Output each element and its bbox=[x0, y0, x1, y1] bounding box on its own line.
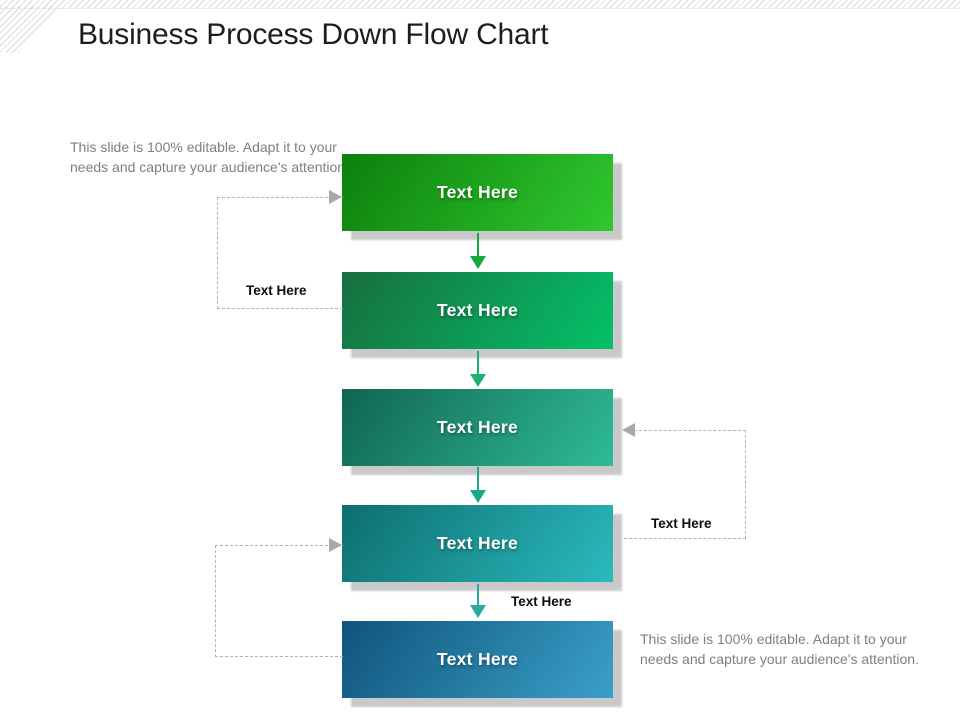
down-arrow-2 bbox=[470, 351, 486, 387]
down-arrow-1 bbox=[470, 233, 486, 269]
flow-box-2: Text Here bbox=[342, 272, 613, 349]
arrow-stem bbox=[477, 351, 479, 374]
arrow-head-icon bbox=[470, 490, 486, 503]
slide-title: Business Process Down Flow Chart bbox=[78, 18, 549, 51]
corner-hatch-decoration bbox=[0, 7, 58, 53]
connector-bracket-left-top bbox=[217, 197, 343, 309]
arrow-head-icon bbox=[470, 374, 486, 387]
editable-note-top-left: This slide is 100% editable. Adapt it to… bbox=[70, 137, 349, 177]
flow-box-4-label: Text Here bbox=[436, 533, 519, 553]
connector-label-left-top: Text Here bbox=[246, 283, 307, 298]
flow-box-2-label: Text Here bbox=[436, 300, 519, 320]
note-line: needs and capture your audience's attent… bbox=[640, 651, 919, 667]
note-line: This slide is 100% editable. Adapt it to… bbox=[640, 631, 907, 647]
flow-box-3-label: Text Here bbox=[436, 417, 519, 437]
flow-box-5-label: Text Here bbox=[436, 649, 519, 669]
note-line: This slide is 100% editable. Adapt it to… bbox=[70, 139, 337, 155]
note-line: needs and capture your audience's attent… bbox=[70, 159, 349, 175]
flow-box-1: Text Here bbox=[342, 154, 613, 231]
connector-arrowhead-right-icon bbox=[329, 190, 342, 204]
connector-bracket-right bbox=[624, 430, 746, 539]
arrow-head-icon bbox=[470, 256, 486, 269]
arrow-stem bbox=[477, 584, 479, 605]
arrow-stem bbox=[477, 467, 479, 490]
connector-bracket-left-bottom bbox=[215, 545, 343, 657]
arrow-head-icon bbox=[470, 605, 486, 618]
connector-arrowhead-left-icon bbox=[622, 423, 635, 437]
flow-box-5: Text Here bbox=[342, 621, 613, 698]
down-arrow-3 bbox=[470, 467, 486, 503]
editable-note-bottom-right: This slide is 100% editable. Adapt it to… bbox=[640, 629, 919, 669]
arrow-stem bbox=[477, 233, 479, 256]
top-edge-hatch-decoration bbox=[0, 0, 960, 9]
flow-box-3: Text Here bbox=[342, 389, 613, 466]
connector-label-bottom-center: Text Here bbox=[511, 594, 572, 609]
down-arrow-4 bbox=[470, 584, 486, 618]
connector-label-right: Text Here bbox=[651, 516, 712, 531]
flow-box-4: Text Here bbox=[342, 505, 613, 582]
connector-arrowhead-right-icon bbox=[329, 538, 342, 552]
flow-box-1-label: Text Here bbox=[436, 182, 519, 202]
